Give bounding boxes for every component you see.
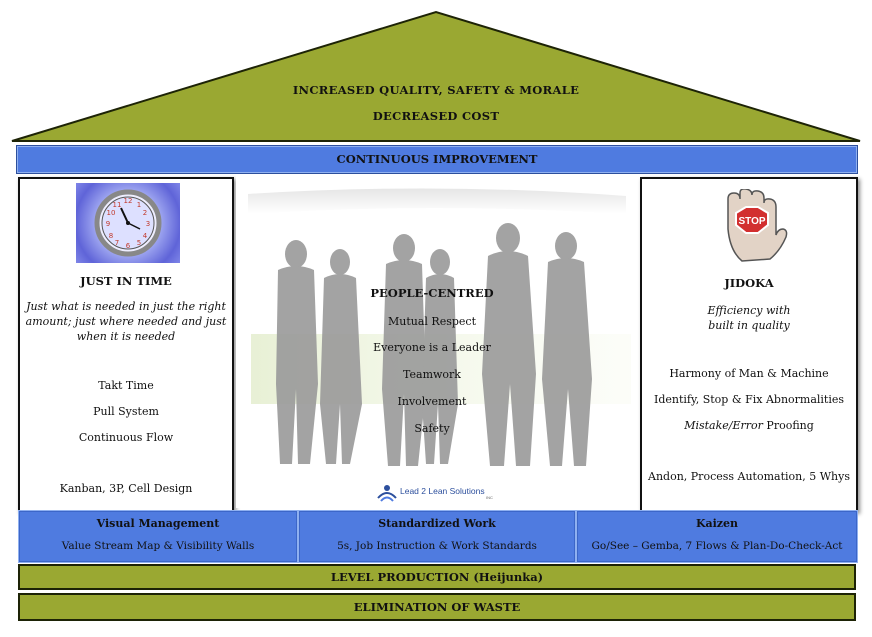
roof-line-1: INCREASED QUALITY, SAFETY & MORALE: [292, 83, 580, 97]
center-people-area: PEOPLE-CENTRED Mutual Respect Everyone i…: [236, 174, 636, 508]
standardized-work-box: Standardized Work 5s, Job Instruction & …: [298, 510, 576, 563]
svg-text:8: 8: [109, 232, 113, 240]
center-item-mutual-respect: Mutual Respect: [388, 315, 476, 328]
svg-text:7: 7: [115, 239, 119, 247]
right-desc-line-1: Efficiency with: [707, 304, 791, 317]
kaizen-title: Kaizen: [695, 517, 739, 530]
elimination-of-waste-bar: ELIMINATION OF WASTE: [18, 593, 856, 621]
center-item-leader: Everyone is a Leader: [373, 341, 491, 354]
stop-hand-icon: STOP: [712, 188, 788, 263]
center-item-involvement: Involvement: [397, 395, 467, 408]
center-item-teamwork: Teamwork: [403, 368, 461, 381]
right-pillar-footer: Andon, Process Automation, 5 Whys: [648, 470, 850, 483]
left-desc-line-3: when it is needed: [76, 330, 176, 343]
roof-line-2: DECREASED COST: [372, 109, 500, 123]
kaizen-box: Kaizen Go/See – Gemba, 7 Flows & Plan-Do…: [576, 510, 858, 563]
visual-management-box: Visual Management Value Stream Map & Vis…: [18, 510, 298, 563]
svg-text:10: 10: [107, 209, 116, 217]
right-pillar-jidoka: STOP JIDOKA Efficiency with built in qua…: [640, 177, 858, 512]
roof: [11, 10, 861, 142]
proofing-italic-part: Mistake/Error: [684, 419, 763, 432]
svg-text:9: 9: [106, 220, 110, 228]
center-title: PEOPLE-CENTRED: [370, 286, 494, 300]
people-silhouettes-image: [248, 188, 631, 466]
logo-mark-icon: [377, 485, 397, 502]
left-pillar-description: Just what is needed in just the right am…: [20, 299, 232, 344]
svg-text:4: 4: [143, 232, 148, 240]
visual-management-title: Visual Management: [96, 517, 220, 530]
right-pillar-title: JIDOKA: [724, 276, 774, 290]
level-production-bar: LEVEL PRODUCTION (Heijunka): [18, 564, 856, 590]
kaizen-subtitle: Go/See – Gemba, 7 Flows & Plan-Do-Check-…: [591, 540, 843, 552]
right-pillar-description: Efficiency with built in quality: [642, 303, 856, 333]
svg-text:1: 1: [137, 201, 141, 209]
lead2lean-logo: Lead 2 Lean Solutions INC: [376, 482, 506, 502]
stop-sign-text: STOP: [738, 216, 765, 227]
elimination-of-waste-label: ELIMINATION OF WASTE: [353, 600, 521, 614]
logo-text: Lead 2 Lean Solutions: [400, 486, 485, 496]
continuous-improvement-label: CONTINUOUS IMPROVEMENT: [336, 152, 538, 166]
left-desc-line-1: Just what is needed in just the right: [26, 300, 226, 313]
left-pillar-title: JUST IN TIME: [80, 274, 172, 288]
logo-small-text: INC: [486, 495, 493, 500]
continuous-improvement-bar: CONTINUOUS IMPROVEMENT: [16, 145, 858, 174]
right-item-error-proofing: Mistake/Error Proofing: [642, 419, 856, 432]
standardized-work-subtitle: 5s, Job Instruction & Work Standards: [337, 540, 537, 552]
svg-text:5: 5: [137, 239, 141, 247]
standardized-work-title: Standardized Work: [378, 517, 496, 530]
proofing-rest-part: Proofing: [762, 419, 814, 432]
left-item-takt-time: Takt Time: [98, 379, 154, 392]
right-item-harmony: Harmony of Man & Machine: [669, 367, 829, 380]
svg-text:6: 6: [126, 242, 131, 250]
left-pillar-footer: Kanban, 3P, Cell Design: [59, 482, 193, 495]
level-production-label: LEVEL PRODUCTION (Heijunka): [330, 570, 544, 584]
left-desc-line-2: amount; just where needed and just: [25, 315, 227, 328]
svg-text:2: 2: [143, 209, 147, 217]
left-item-pull-system: Pull System: [93, 405, 159, 418]
right-desc-line-2: built in quality: [708, 319, 790, 332]
center-item-safety: Safety: [414, 422, 450, 435]
svg-text:11: 11: [113, 201, 122, 209]
left-item-continuous-flow: Continuous Flow: [78, 431, 174, 444]
visual-management-subtitle: Value Stream Map & Visibility Walls: [61, 540, 255, 552]
right-item-identify-stop-fix: Identify, Stop & Fix Abnormalities: [653, 393, 845, 406]
svg-text:12: 12: [124, 197, 133, 205]
svg-text:3: 3: [146, 220, 150, 228]
